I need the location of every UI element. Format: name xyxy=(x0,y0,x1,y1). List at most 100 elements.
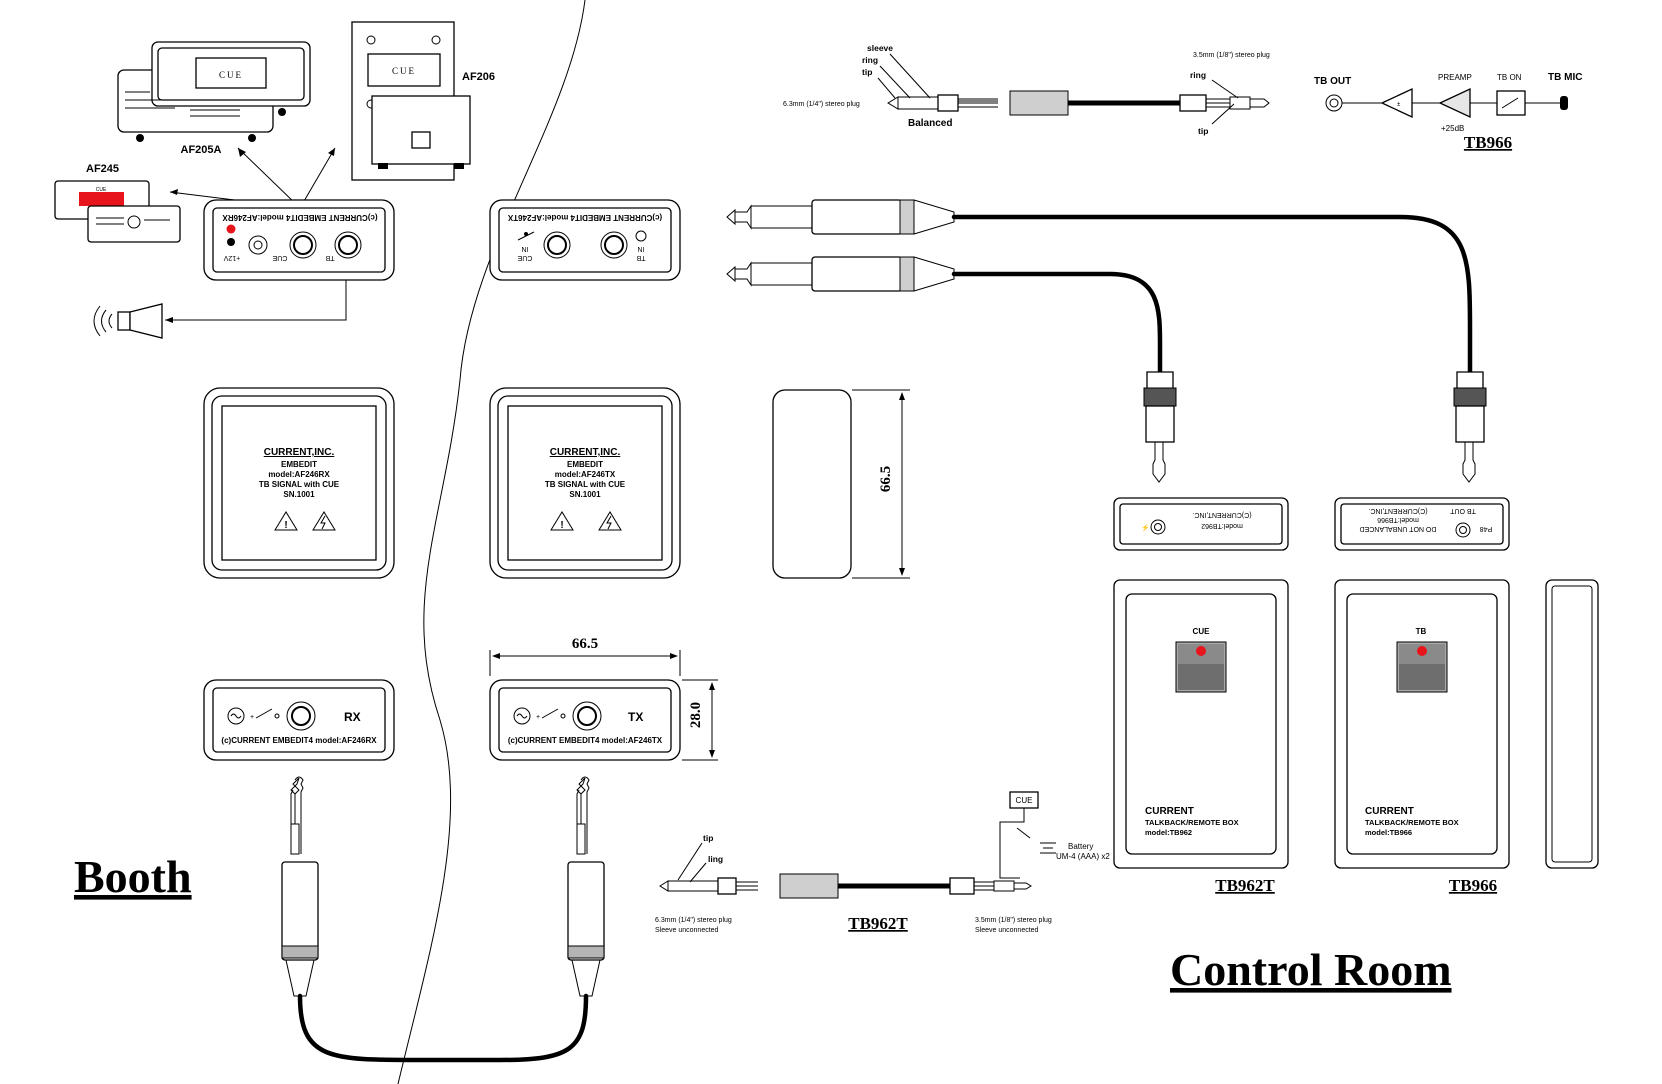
tb962-button-label: CUE xyxy=(1193,627,1211,636)
tx-label-desc: TB SIGNAL with CUE xyxy=(545,480,626,489)
tx-label-company: CURRENT,INC. xyxy=(550,447,621,458)
tb-button-led xyxy=(1417,646,1427,656)
dim-height: 66.5 xyxy=(878,466,894,492)
sch-tb-on-label: TB ON xyxy=(1497,73,1522,82)
rx-led-icon xyxy=(226,224,236,234)
af205a-cue-text: CUE xyxy=(219,70,243,80)
t-battery-type-label: UM-4 (AAA) x2 xyxy=(1056,852,1110,861)
af245-device: AF245 CUE xyxy=(54,163,181,243)
rx-front-footer: (c)CURRENT EMBEDIT4 model:AF246RX xyxy=(221,736,377,745)
caution-icon xyxy=(274,511,298,531)
rx-power-label: +12V xyxy=(223,254,240,261)
svg-text:!: ! xyxy=(560,520,563,531)
tx-label-product: EMBEDIT xyxy=(567,460,603,469)
af246-side-view: 66.5 xyxy=(772,389,910,579)
cable-to-tb966 xyxy=(951,214,1473,375)
tb962-desc: TALKBACK/REMOTE BOX xyxy=(1145,818,1239,827)
cable-to-tb962 xyxy=(951,271,1163,375)
booth-wall-curve xyxy=(397,0,586,1084)
bal-ring-label: ring xyxy=(862,55,878,65)
shock-warning-icon xyxy=(312,511,336,531)
tx-label-serial: SN.1001 xyxy=(569,490,601,499)
t-cue-label: CUE xyxy=(1016,796,1033,805)
sch-tb-out-label: TB OUT xyxy=(1314,76,1351,87)
t-small-plug-label: 3.5mm (1/8") stereo plug xyxy=(975,917,1052,924)
tx-cue-in-label: IN xyxy=(522,245,529,252)
rx-cue-label: CUE xyxy=(272,254,287,261)
dim-width: 66.5 xyxy=(572,636,598,652)
sch-gain-label: +25dB xyxy=(1441,124,1464,133)
tb962t-cable-diagram: tip ling 6.3mm (1/4") stereo plug Sleeve… xyxy=(655,791,1110,934)
mini-plug-tb966 xyxy=(1453,371,1487,483)
tb962-top-model: model:TB962 xyxy=(1201,522,1243,529)
balanced-cable-diagram: sleeve ring tip 6.3mm (1/4") stereo plug… xyxy=(783,43,1270,136)
quarter-inch-plug-upper xyxy=(726,199,955,235)
sch-title: TB966 xyxy=(1464,133,1512,152)
t-big-plug-label: 6.3mm (1/4") stereo plug xyxy=(655,917,732,924)
tb966-brand: CURRENT xyxy=(1365,806,1414,817)
af246tx-back-label: CURRENT,INC. EMBEDIT model:AF246TX TB SI… xyxy=(489,387,681,579)
bal-big-plug-label: 6.3mm (1/4") stereo plug xyxy=(783,101,860,108)
quarter-inch-plug-lower xyxy=(726,256,955,292)
tb966-button-label: TB xyxy=(1416,627,1427,636)
tb966-model: model:TB966 xyxy=(1365,828,1412,837)
bal-small-plug-label: 3.5mm (1/8") stereo plug xyxy=(1193,52,1270,59)
cue-button-led xyxy=(1196,646,1206,656)
tx-front-footer: (c)CURRENT EMBEDIT4 model:AF246TX xyxy=(508,736,663,745)
bal-caption: Balanced xyxy=(908,118,952,129)
af246rx-face-panel: (c)CURRENT EMBEDIT4 model:AF246RX +12V C… xyxy=(203,199,395,281)
tb966-caption: TB966 xyxy=(1449,876,1497,895)
rx-face-header: (c)CURRENT EMBEDIT4 model:AF246RX xyxy=(222,213,378,222)
rx-label-serial: SN.1001 xyxy=(283,490,315,499)
t-ling-label: ling xyxy=(708,854,723,864)
booth-plug-right xyxy=(567,776,605,997)
svg-text:±: ± xyxy=(1397,102,1401,108)
sch-tb-mic-label: TB MIC xyxy=(1548,72,1582,83)
af205a-device: CUE AF205A xyxy=(117,41,311,156)
tb962-brand: CURRENT xyxy=(1145,806,1194,817)
speaker-icon xyxy=(93,303,163,339)
caution-icon xyxy=(550,511,574,531)
tb966-top-p48: P48 xyxy=(1480,525,1493,532)
control-room-title: Control Room xyxy=(1170,944,1452,995)
talkback-box-side-view xyxy=(1545,579,1599,869)
rx-tb-label: TB xyxy=(325,254,334,261)
af246-front-dimensions: 66.5 28.0 xyxy=(489,636,718,761)
dim-depth: 28.0 xyxy=(688,702,704,728)
tb966-talkback-box: TB CURRENT TALKBACK/REMOTE BOX model:TB9… xyxy=(1334,579,1510,895)
t-battery-label: Battery xyxy=(1068,842,1093,851)
tb966-schematic: TB OUT ± PREAMP +25dB TB ON TB MIC TB966 xyxy=(1314,72,1582,152)
tb962-model: model:TB962 xyxy=(1145,828,1192,837)
af245-red-window xyxy=(79,192,124,206)
af246tx-front-panel: + TX (c)CURRENT EMBEDIT4 model:AF246TX xyxy=(489,679,681,761)
svg-text:+: + xyxy=(250,714,254,721)
bal-tip-label: tip xyxy=(862,67,872,77)
rx-label-product: EMBEDIT xyxy=(281,460,317,469)
rx-label-company: CURRENT,INC. xyxy=(264,447,335,458)
tb962-talkback-box: CUE CURRENT TALKBACK/REMOTE BOX model:TB… xyxy=(1113,579,1289,895)
sch-preamp-label: PREAMP xyxy=(1438,73,1472,82)
af246tx-face-panel: (c)CURRENT EMBEDIT4 model:AF246TX IN CUE… xyxy=(489,199,681,281)
tb962-top-view: ⚡ (C)CURRENT,INC. model:TB962 xyxy=(1113,497,1289,551)
bal-tip-right-label: tip xyxy=(1198,126,1208,136)
af206-cue-text: CUE xyxy=(392,66,416,76)
af206-label: AF206 xyxy=(462,71,495,83)
af246rx-back-label: CURRENT,INC. EMBEDIT model:AF246RX TB SI… xyxy=(203,387,395,579)
tb966-top-label1: TB OUT xyxy=(1449,507,1475,514)
tx-label-model: model:AF246TX xyxy=(555,470,616,479)
rx-label-model: model:AF246RX xyxy=(268,470,330,479)
tb962-top-brand: (C)CURRENT,INC. xyxy=(1192,511,1251,518)
t-small-sleeve-label: Sleeve unconnected xyxy=(975,927,1039,934)
af206-device: CUE AF206 xyxy=(351,21,495,181)
svg-text:+: + xyxy=(536,714,540,721)
tx-tb-in-label: IN xyxy=(638,245,645,252)
svg-text:!: ! xyxy=(284,520,287,531)
tb966-top-warning: DO NOT UNBALANCED xyxy=(1360,525,1437,532)
tx-cue-label: CUE xyxy=(517,254,532,261)
af246rx-front-panel: + RX (c)CURRENT EMBEDIT4 model:AF246RX xyxy=(203,679,395,761)
shock-warning-icon xyxy=(598,511,622,531)
af205a-label: AF205A xyxy=(181,144,222,156)
tb966-top-view: P48 TB OUT (C)CURRENT,INC. model:TB966 D… xyxy=(1334,497,1510,551)
bal-sleeve-label: sleeve xyxy=(867,43,893,53)
